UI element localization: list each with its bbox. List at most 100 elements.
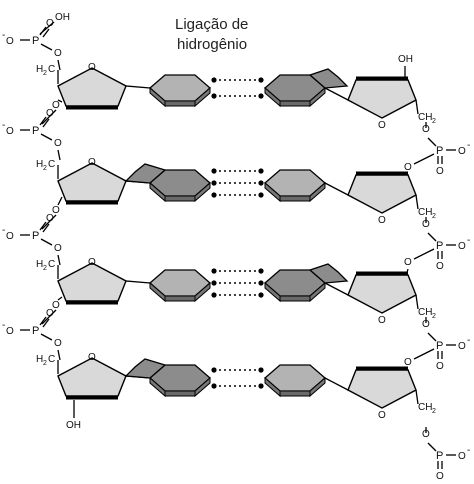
base-pair-rows: OOTAH2CCH2OOGCH2CCH2OOCGH2CCH2OOATH2CCH2 — [36, 62, 436, 421]
right-deoxyribose-sugar: O — [347, 171, 417, 226]
bond-line — [42, 223, 50, 233]
left-deoxyribose-sugar: O — [57, 257, 127, 305]
phosphorus-label: P — [436, 145, 443, 157]
sugar-c3-bond — [57, 196, 63, 206]
ester-oxygen-label: O — [422, 319, 430, 330]
glycosidic-bond — [324, 87, 349, 101]
oxygen-anion-label: O — [458, 241, 466, 252]
sugar-ring — [57, 67, 127, 107]
hydrogen-bond-end — [258, 168, 264, 174]
base-pair-row: OOTAH2CCH2 — [36, 62, 436, 131]
right-deoxyribose-sugar: O — [347, 76, 417, 131]
phosphoester-bond — [57, 149, 61, 161]
ch2-bond — [415, 194, 419, 210]
ring-edge — [279, 295, 311, 302]
ch2-c-label: C — [48, 354, 55, 365]
phosphoester-bond — [413, 153, 435, 165]
sugar-ring — [347, 79, 417, 119]
hydrogen-bond-title-line-1: Ligação de — [175, 16, 248, 33]
ring-oxygen-label: O — [88, 257, 96, 268]
oxygen-label: O — [436, 261, 444, 272]
phosphoester-bond — [427, 332, 437, 342]
ch2-subscript: 2 — [43, 360, 47, 367]
p-oh-bond — [39, 21, 55, 35]
charge-minus-label: - — [467, 445, 470, 456]
oxygen-label: O — [436, 166, 444, 177]
charge-minus-label: - — [467, 335, 470, 346]
ring-edge — [149, 281, 166, 303]
phosphoester-bond — [40, 43, 53, 51]
left-nucleobase — [149, 364, 211, 398]
bond-line — [39, 221, 47, 231]
ch2-h-label: H — [36, 159, 43, 170]
glycosidic-bond — [324, 282, 349, 296]
phosphoester-bond — [41, 214, 57, 230]
ch2-subscript: 2 — [432, 118, 436, 125]
hydrogen-bond-end — [211, 383, 217, 389]
phosphorus-label: P — [436, 450, 443, 462]
ring-edge — [164, 100, 196, 107]
sugar-ring — [347, 369, 417, 409]
phosphoester-bond — [413, 248, 435, 260]
phosphorus-label: P — [436, 340, 443, 352]
hydrogen-bond-end — [258, 268, 264, 274]
hydrogen-bond-end — [258, 280, 264, 286]
ring-edge — [149, 376, 166, 398]
hydrogen-bond-end — [211, 192, 217, 198]
ester-oxygen-label: O — [404, 257, 412, 268]
hydrogen-bond-end — [211, 268, 217, 274]
phosphoester-bond — [427, 137, 437, 147]
hydroxyl-label: OH — [66, 420, 81, 431]
purine-imidazole-ring — [124, 358, 167, 379]
hydrogen-bond-end — [211, 93, 217, 99]
ch2-right-label: CH — [418, 207, 432, 218]
ring-edge — [309, 181, 326, 203]
left-phosphate-group: POO- — [2, 213, 54, 242]
oxygen-label: O — [46, 18, 54, 29]
left-phosphate-group: POO- — [2, 18, 54, 47]
ester-oxygen-label: O — [54, 48, 62, 59]
ester-oxygen-label: O — [54, 138, 62, 149]
right-nucleobase — [264, 269, 326, 303]
ring-edge — [279, 100, 311, 107]
phosphoester-bond — [40, 333, 53, 341]
left-nucleobase — [149, 169, 211, 203]
phosphoester-bond — [40, 133, 53, 141]
ch2-h-label: H — [36, 354, 43, 365]
sugar-ring — [347, 174, 417, 214]
phosphoester-bond — [41, 109, 57, 125]
ring-edge — [194, 281, 211, 303]
ch2-bond — [415, 389, 419, 405]
oxygen-anion-label: O — [6, 126, 14, 137]
hydrogen-bond-end — [211, 280, 217, 286]
base-pair-row: OOGCH2CCH2 — [36, 157, 436, 226]
phosphoester-bond — [413, 348, 435, 360]
bond-line — [42, 28, 50, 38]
ring-edge — [149, 181, 166, 203]
phosphorus-label: P — [436, 240, 443, 252]
phosphoester-bond — [427, 442, 437, 452]
ch2-subscript: 2 — [432, 408, 436, 415]
purine-imidazole-ring — [124, 163, 167, 184]
charge-minus-label: - — [467, 235, 470, 246]
ch2-subscript: 2 — [43, 70, 47, 77]
ring-oxygen-label: O — [378, 120, 386, 131]
hydroxyl-label: OH — [398, 54, 413, 65]
hydroxyl-label: OH — [55, 12, 70, 23]
sugar-ring — [57, 357, 127, 397]
ester-oxygen-label: O — [422, 219, 430, 230]
oxygen-anion-label: O — [458, 146, 466, 157]
ch2-c-label: C — [48, 259, 55, 270]
ring-edge — [194, 86, 211, 108]
hydrogen-bond-end — [211, 292, 217, 298]
left-nucleobase — [149, 269, 211, 303]
ring-edge — [279, 195, 311, 202]
charge-minus-label: - — [2, 120, 5, 131]
hydrogen-bond-end — [258, 383, 264, 389]
